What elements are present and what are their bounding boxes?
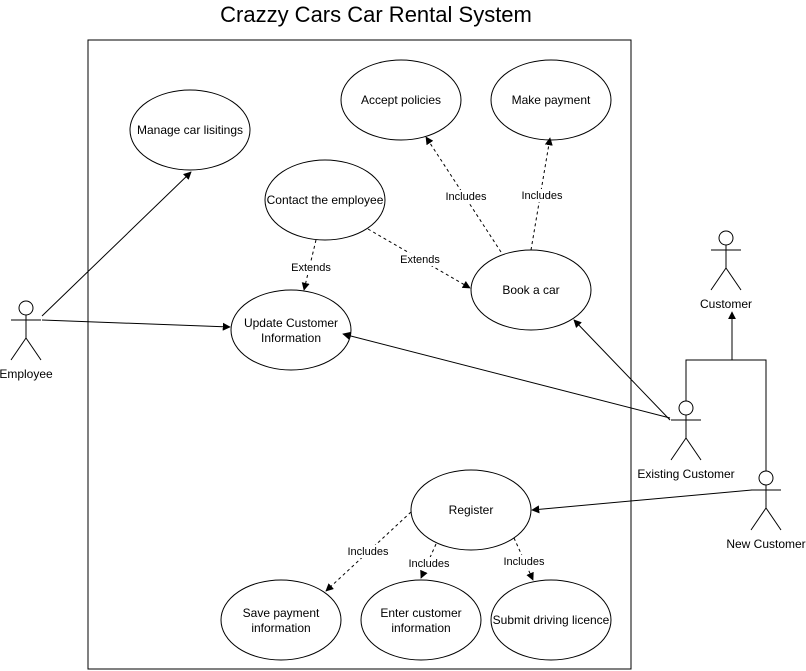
use-case-save-payment[interactable]: Save payment information bbox=[220, 579, 342, 661]
extends-contact-book bbox=[367, 228, 471, 289]
includes-register-save bbox=[325, 511, 412, 592]
use-case-label-line2: Information bbox=[261, 331, 321, 345]
use-case-label-line1: Enter customer bbox=[380, 606, 461, 620]
includes-label: Includes bbox=[348, 546, 389, 558]
use-case-label: Book a car bbox=[502, 283, 559, 297]
use-case-accept-policies[interactable]: Accept policies bbox=[340, 59, 462, 141]
includes-register-licence bbox=[513, 537, 534, 581]
association-employee-manage-listings bbox=[41, 171, 192, 317]
actor-label-new-customer: New Customer bbox=[726, 537, 805, 551]
use-case-label-line1: Save payment bbox=[243, 606, 320, 620]
use-case-make-payment[interactable]: Make payment bbox=[490, 59, 612, 141]
diagram-title: Crazzy Cars Car Rental System bbox=[220, 2, 532, 27]
use-case-label-line1: Update Customer bbox=[244, 316, 338, 330]
use-case-label: Contact the employee bbox=[267, 193, 384, 207]
use-case-label-line2: information bbox=[391, 621, 450, 635]
includes-label: Includes bbox=[446, 191, 487, 203]
generalization-lines bbox=[685, 359, 767, 472]
use-case-label-line2: information bbox=[251, 621, 310, 635]
actor-customer[interactable] bbox=[710, 230, 742, 291]
association-existing-update-info bbox=[342, 331, 671, 419]
actor-employee[interactable] bbox=[10, 300, 42, 361]
association-new-register bbox=[531, 489, 753, 514]
includes-label: Includes bbox=[409, 558, 450, 570]
extends-label: Extends bbox=[291, 262, 331, 274]
use-case-label: Accept policies bbox=[361, 93, 441, 107]
use-case-enter-customer-info[interactable]: Enter customer information bbox=[360, 579, 482, 661]
system-boundary bbox=[87, 39, 632, 670]
extends-label: Extends bbox=[400, 254, 440, 266]
includes-label: Includes bbox=[522, 190, 563, 202]
actor-new-customer[interactable] bbox=[750, 470, 782, 531]
actor-existing-customer[interactable] bbox=[670, 400, 702, 461]
actor-label-customer: Customer bbox=[700, 297, 752, 311]
use-case-label: Make payment bbox=[512, 93, 591, 107]
actor-label-employee: Employee bbox=[0, 367, 53, 381]
association-existing-book-car bbox=[573, 319, 671, 421]
actor-label-existing-customer: Existing Customer bbox=[637, 467, 734, 481]
association-employee-update-info bbox=[41, 319, 231, 331]
use-case-book-car[interactable]: Book a car bbox=[470, 249, 592, 331]
use-case-contact-employee[interactable]: Contact the employee bbox=[264, 159, 386, 241]
use-case-submit-licence[interactable]: Submit driving licence bbox=[490, 579, 612, 661]
use-case-label: Manage car lisitings bbox=[137, 123, 243, 137]
includes-label: Includes bbox=[504, 556, 545, 568]
use-case-register[interactable]: Register bbox=[410, 469, 532, 551]
use-case-update-customer-info[interactable]: Update Customer Information bbox=[230, 289, 352, 371]
use-case-manage-listings[interactable]: Manage car lisitings bbox=[129, 89, 251, 171]
use-case-label: Submit driving licence bbox=[493, 613, 610, 627]
use-case-label: Register bbox=[449, 503, 494, 517]
